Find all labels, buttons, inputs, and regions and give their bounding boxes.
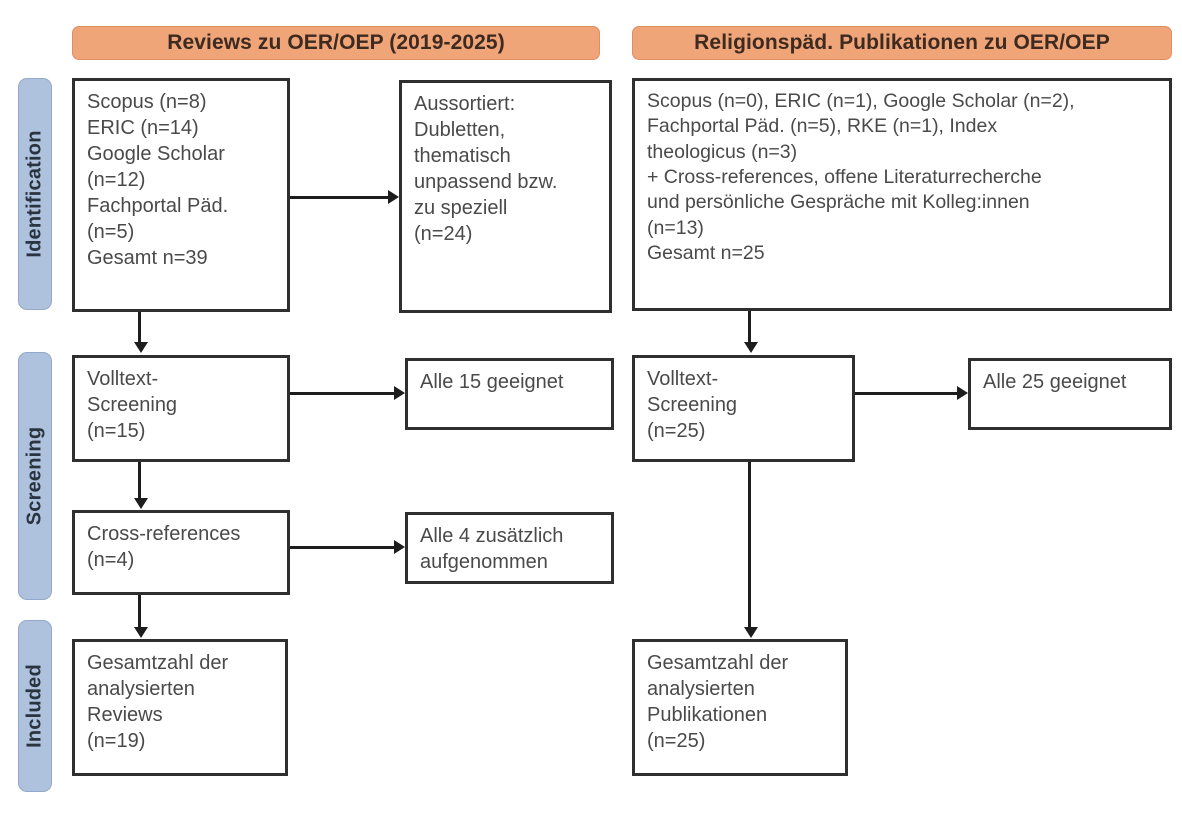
box-right-fulltext-screening: Volltext- Screening (n=25)	[632, 355, 855, 462]
arrowhead-left-sources-to-screening	[134, 342, 148, 353]
connector-left-screening-to-suitable	[290, 392, 394, 395]
box-left-excluded: Aussortiert: Dubletten, thematisch unpas…	[399, 80, 612, 313]
arrowhead-left-screening-to-suitable	[394, 386, 405, 400]
stage-label-screening: Screening	[23, 426, 46, 526]
connector-right-screening-to-included	[748, 462, 751, 627]
stage-bar-identification: Identification	[18, 78, 52, 310]
box-left-identification-sources: Scopus (n=8) ERIC (n=14) Google Scholar …	[72, 78, 290, 312]
arrowhead-left-sources-to-excluded	[388, 190, 399, 204]
stage-bar-included: Included	[18, 620, 52, 792]
arrowhead-right-screening-to-suitable	[957, 386, 968, 400]
connector-left-crossrefs-to-added	[290, 546, 394, 549]
box-left-all-suitable: Alle 15 geeignet	[405, 358, 614, 430]
box-left-all-added: Alle 4 zusätzlich aufgenommen	[405, 512, 614, 584]
column-header-reviews: Reviews zu OER/OEP (2019-2025)	[72, 26, 600, 60]
box-left-cross-references: Cross-references (n=4)	[72, 510, 290, 595]
box-right-included-total: Gesamtzahl der analysierten Publikatione…	[632, 639, 848, 776]
connector-left-crossrefs-to-included	[138, 595, 141, 627]
arrowhead-right-sources-to-screening	[744, 342, 758, 353]
arrowhead-left-crossrefs-to-included	[134, 627, 148, 638]
box-right-all-suitable: Alle 25 geeignet	[968, 358, 1172, 430]
column-header-religionspaed-label: Religionspäd. Publikationen zu OER/OEP	[694, 31, 1110, 54]
arrowhead-right-screening-to-included	[744, 627, 758, 638]
column-header-reviews-label: Reviews zu OER/OEP (2019-2025)	[167, 31, 505, 54]
arrowhead-left-crossrefs-to-added	[394, 540, 405, 554]
connector-left-sources-to-excluded	[290, 196, 388, 199]
box-left-included-total: Gesamtzahl der analysierten Reviews (n=1…	[72, 639, 288, 776]
box-right-identification-sources: Scopus (n=0), ERIC (n=1), Google Scholar…	[632, 78, 1172, 311]
stage-bar-screening: Screening	[18, 352, 52, 600]
stage-label-included: Included	[23, 664, 46, 748]
connector-left-screening-to-crossrefs	[138, 462, 141, 498]
connector-right-screening-to-suitable	[855, 392, 957, 395]
column-header-religionspaed: Religionspäd. Publikationen zu OER/OEP	[632, 26, 1172, 60]
stage-label-identification: Identification	[23, 130, 46, 258]
connector-left-sources-to-screening	[138, 312, 141, 342]
connector-right-sources-to-screening	[748, 311, 751, 342]
arrowhead-left-screening-to-crossrefs	[134, 498, 148, 509]
box-left-fulltext-screening: Volltext- Screening (n=15)	[72, 355, 290, 462]
